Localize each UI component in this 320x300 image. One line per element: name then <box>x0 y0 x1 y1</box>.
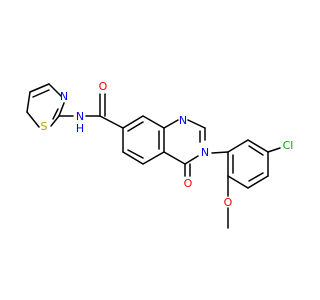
thiazole-nitrogen-label: N <box>60 90 68 103</box>
chloromethoxyphenyl-ring <box>211 139 281 229</box>
methoxy-oxygen-label: O <box>224 196 233 209</box>
chlorine-label: Cl <box>283 139 294 152</box>
molecule-canvas: N S N H O N N O Cl O <box>26 80 294 229</box>
carbonyl-oxygen-label: O <box>184 177 193 190</box>
thiazole-sulfur-label: S <box>41 120 48 133</box>
thiazole-ring <box>26 83 65 128</box>
amide-nitrogen-label: N <box>76 110 84 123</box>
pyrimidinone-ring <box>163 119 206 177</box>
quinazoline-n1-label: N <box>179 114 187 127</box>
amide-group <box>58 93 124 129</box>
molecule-structure: N S N H O N N O Cl O <box>26 80 294 229</box>
quinazoline-n3-label: N <box>201 146 209 159</box>
benzo-ring <box>122 115 165 165</box>
amide-hydrogen-label: H <box>76 122 84 135</box>
amide-oxygen-label: O <box>99 80 108 93</box>
